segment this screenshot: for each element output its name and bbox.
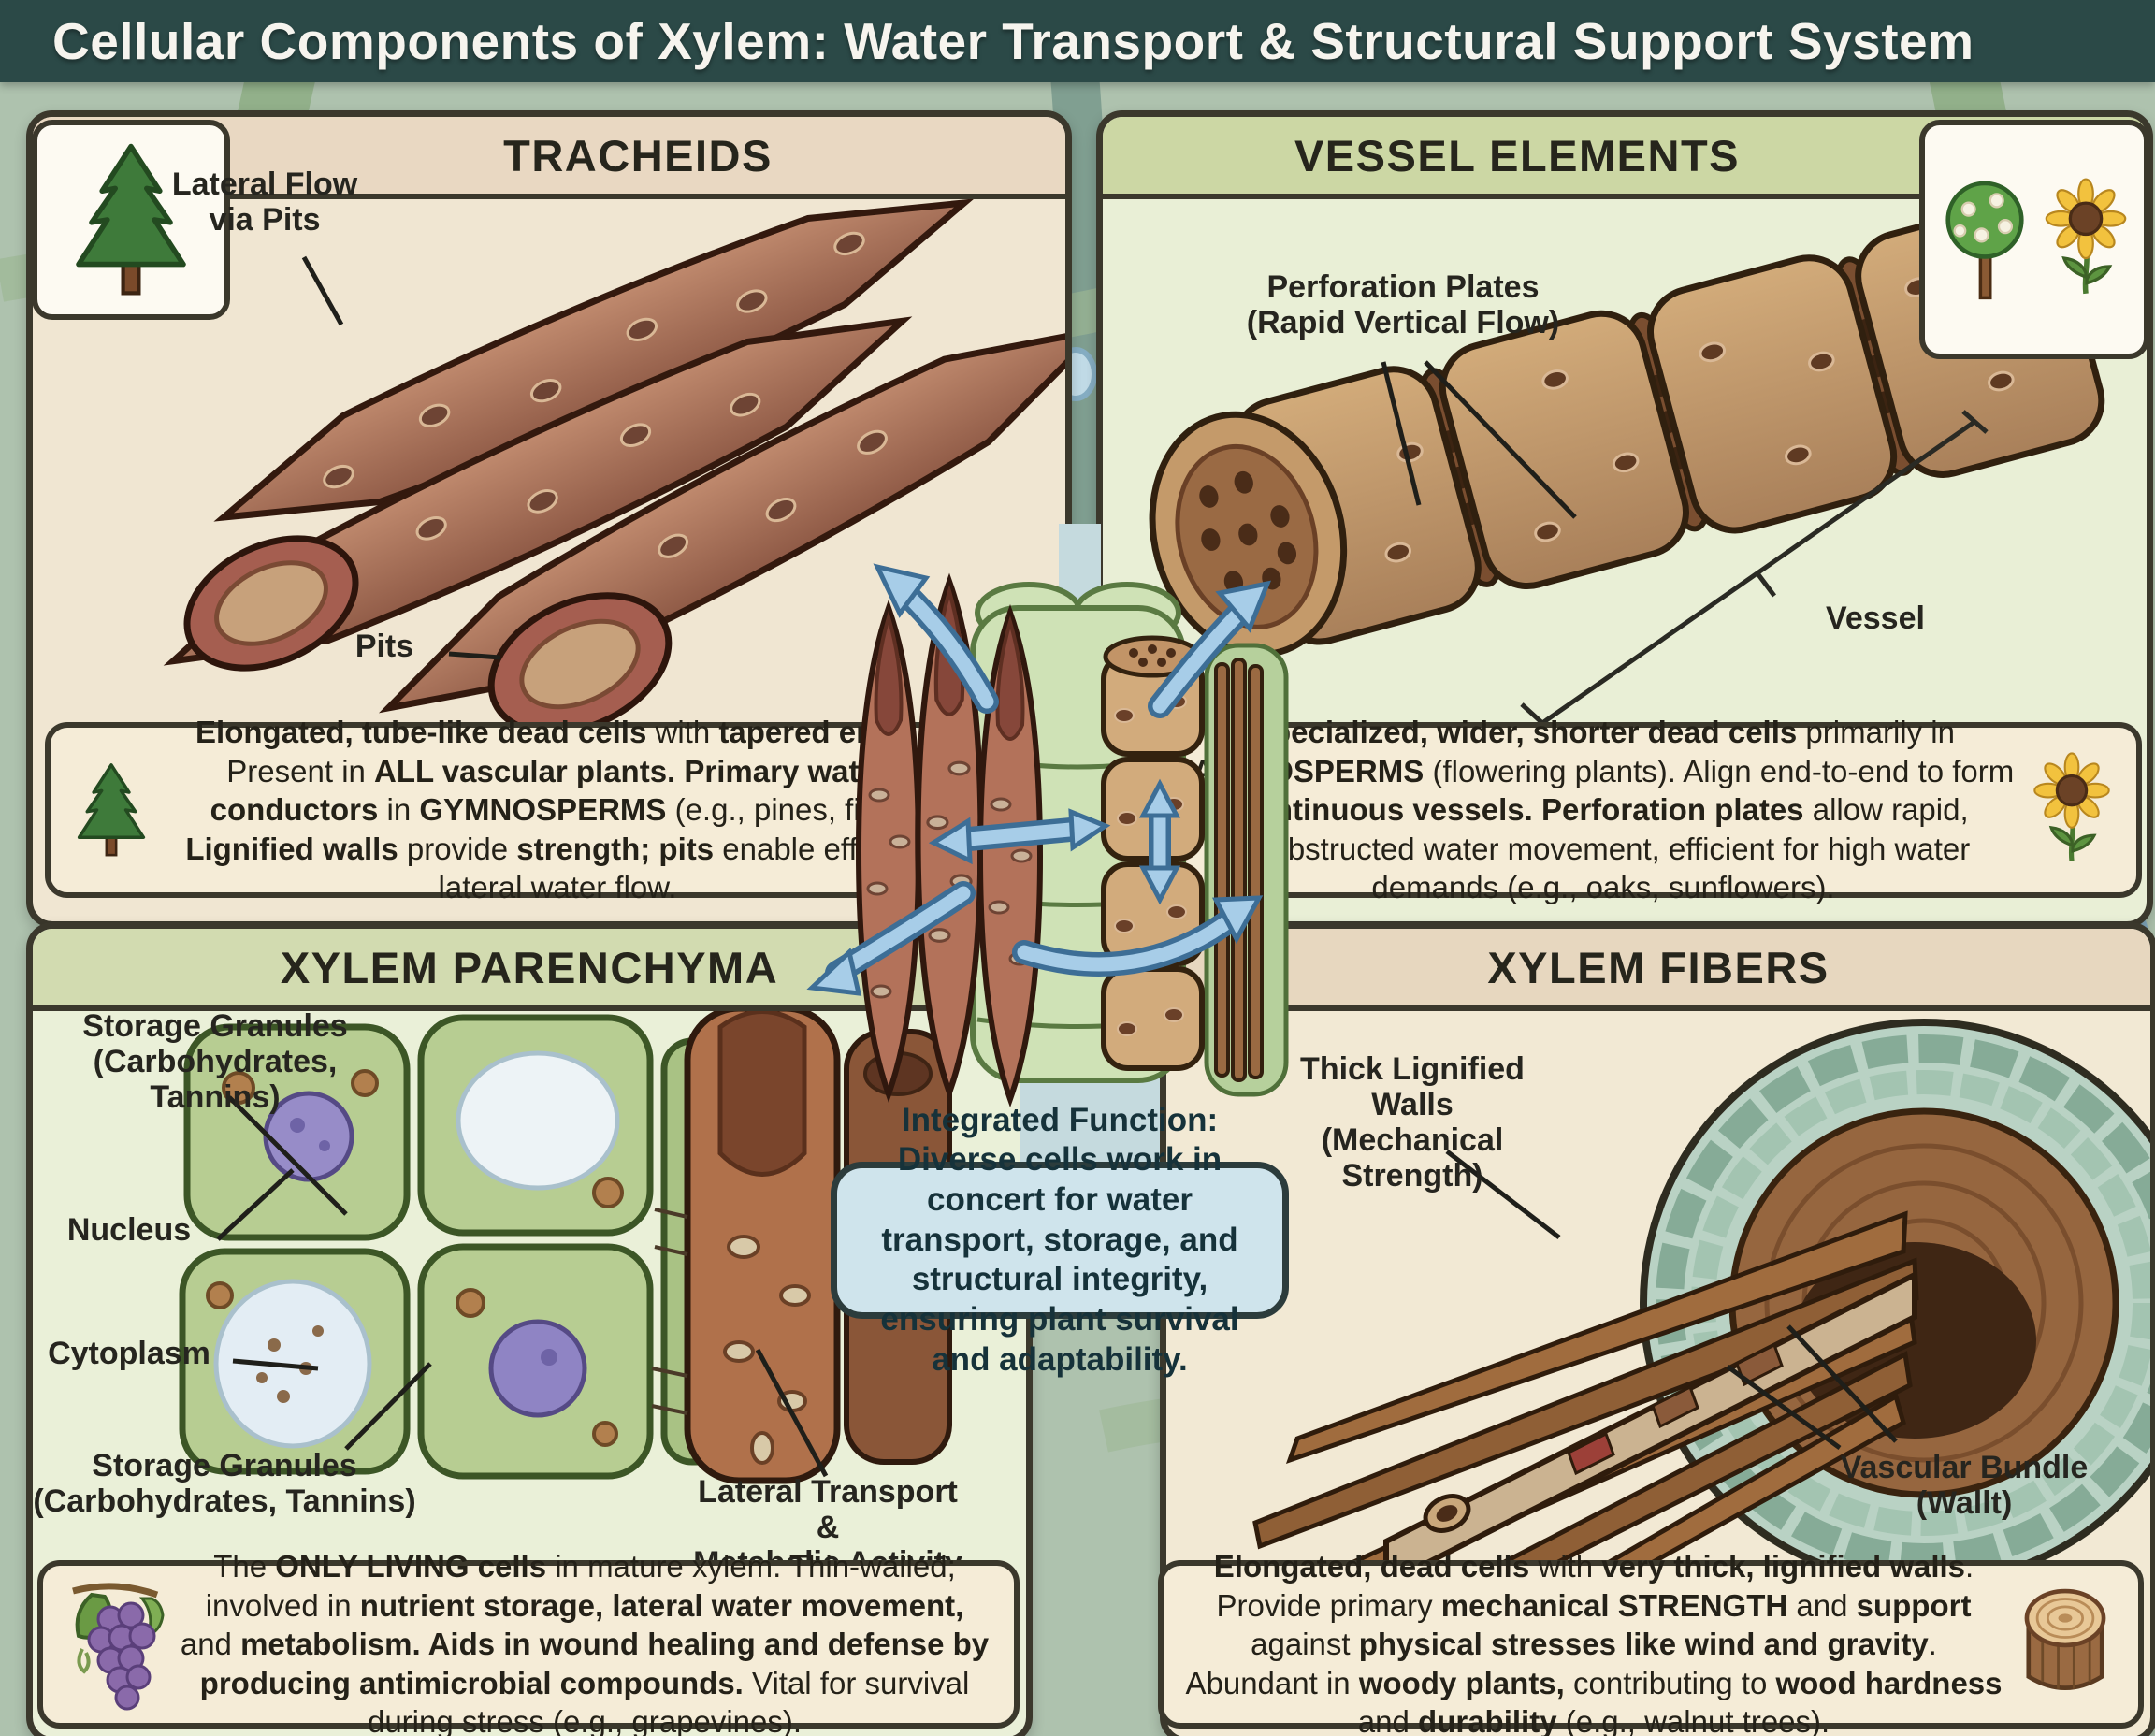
- sunflower-icon: [2033, 752, 2110, 861]
- label-storage-granules-top: Storage Granules (Carbohydrates, Tannins…: [82, 1008, 348, 1116]
- integrated-function-text: Integrated Function: Diverse cells work …: [880, 1101, 1239, 1378]
- xylem-parenchyma-description-box: The ONLY LIVING cells in mature xylem. T…: [37, 1549, 1020, 1736]
- label-storage-granules-bottom: Storage Granules (Carbohydrates, Tannins…: [33, 1448, 416, 1520]
- flowering-tree-icon: [1945, 181, 2024, 300]
- integrated-function-box: Integrated Function: Diverse cells work …: [831, 1102, 1289, 1378]
- xylem-parenchyma-header: XYLEM PARENCHYMA: [33, 929, 1026, 1011]
- tracheids-icon-box: [32, 120, 230, 320]
- xylem-fibers-header: XYLEM FIBERS: [1166, 929, 2150, 1011]
- fiber-rods: [1252, 1210, 1919, 1654]
- label-thick-lignified-walls: Thick Lignified Walls (Mechanical Streng…: [1300, 1051, 1525, 1194]
- label-pits: Pits: [354, 629, 414, 664]
- cut-open-end: [183, 535, 359, 672]
- xylem-fibers-illustration: [1252, 1019, 2150, 1654]
- tracheids-illustration: [163, 198, 1065, 736]
- tracheids-description-box: Elongated, tube-like dead cells with tap…: [45, 715, 980, 904]
- cell-contents: [206, 1050, 624, 1449]
- vessel-bracket: [1520, 410, 1989, 726]
- label-cytoplasm: Cytoplasm: [48, 1336, 210, 1371]
- label-perforation-plates: Perforation Plates (Rapid Vertical Flow): [1246, 269, 1560, 341]
- vessel-elements-description-box: Specialized, wider, shorter dead cells p…: [1162, 715, 2142, 904]
- vessel-elements-title: VESSEL ELEMENTS: [1294, 130, 1741, 181]
- xylem-parenchyma-title: XYLEM PARENCHYMA: [280, 942, 779, 992]
- xylem-parenchyma-description: The ONLY LIVING cells in mature xylem. T…: [180, 1549, 990, 1736]
- vessel-elements-description: Specialized, wider, shorter dead cells p…: [1192, 715, 2015, 905]
- sunflower-icon: [2045, 178, 2127, 295]
- cut-open-end: [487, 592, 673, 736]
- leader-lines: [216, 1095, 829, 1478]
- tracheids-description: Elongated, tube-like dead cells with tap…: [185, 715, 930, 905]
- pine-tree-icon: [77, 763, 146, 857]
- vessel-elements-icon-box: [1919, 120, 2149, 359]
- page-title: Cellular Components of Xylem: Water Tran…: [52, 12, 1974, 70]
- leader-lines: [1445, 1150, 1898, 1451]
- title-bar: Cellular Components of Xylem: Water Tran…: [0, 0, 2155, 82]
- label-nucleus: Nucleus: [66, 1212, 192, 1248]
- pine-tree-icon: [76, 143, 186, 296]
- wood-log-icon: [2024, 1588, 2106, 1690]
- grapes-icon: [72, 1583, 165, 1711]
- xylem-fibers-description: Elongated, dead cells with very thick, l…: [1185, 1549, 2003, 1736]
- xylem-fibers-description-box: Elongated, dead cells with very thick, l…: [1158, 1549, 2144, 1736]
- label-vessel: Vessel: [1826, 600, 1925, 636]
- leader-lines: [1381, 360, 1577, 519]
- label-vascular-bundle: Vascular Bundle (Wallt): [1840, 1450, 2089, 1522]
- leader-lines: [301, 255, 501, 660]
- tracheids-title: TRACHEIDS: [503, 130, 773, 181]
- tracheid-cells: [163, 198, 1065, 736]
- label-lateral-flow-via-pits: Lateral Flow via Pits: [171, 166, 358, 239]
- xylem-fibers-title: XYLEM FIBERS: [1487, 942, 1830, 992]
